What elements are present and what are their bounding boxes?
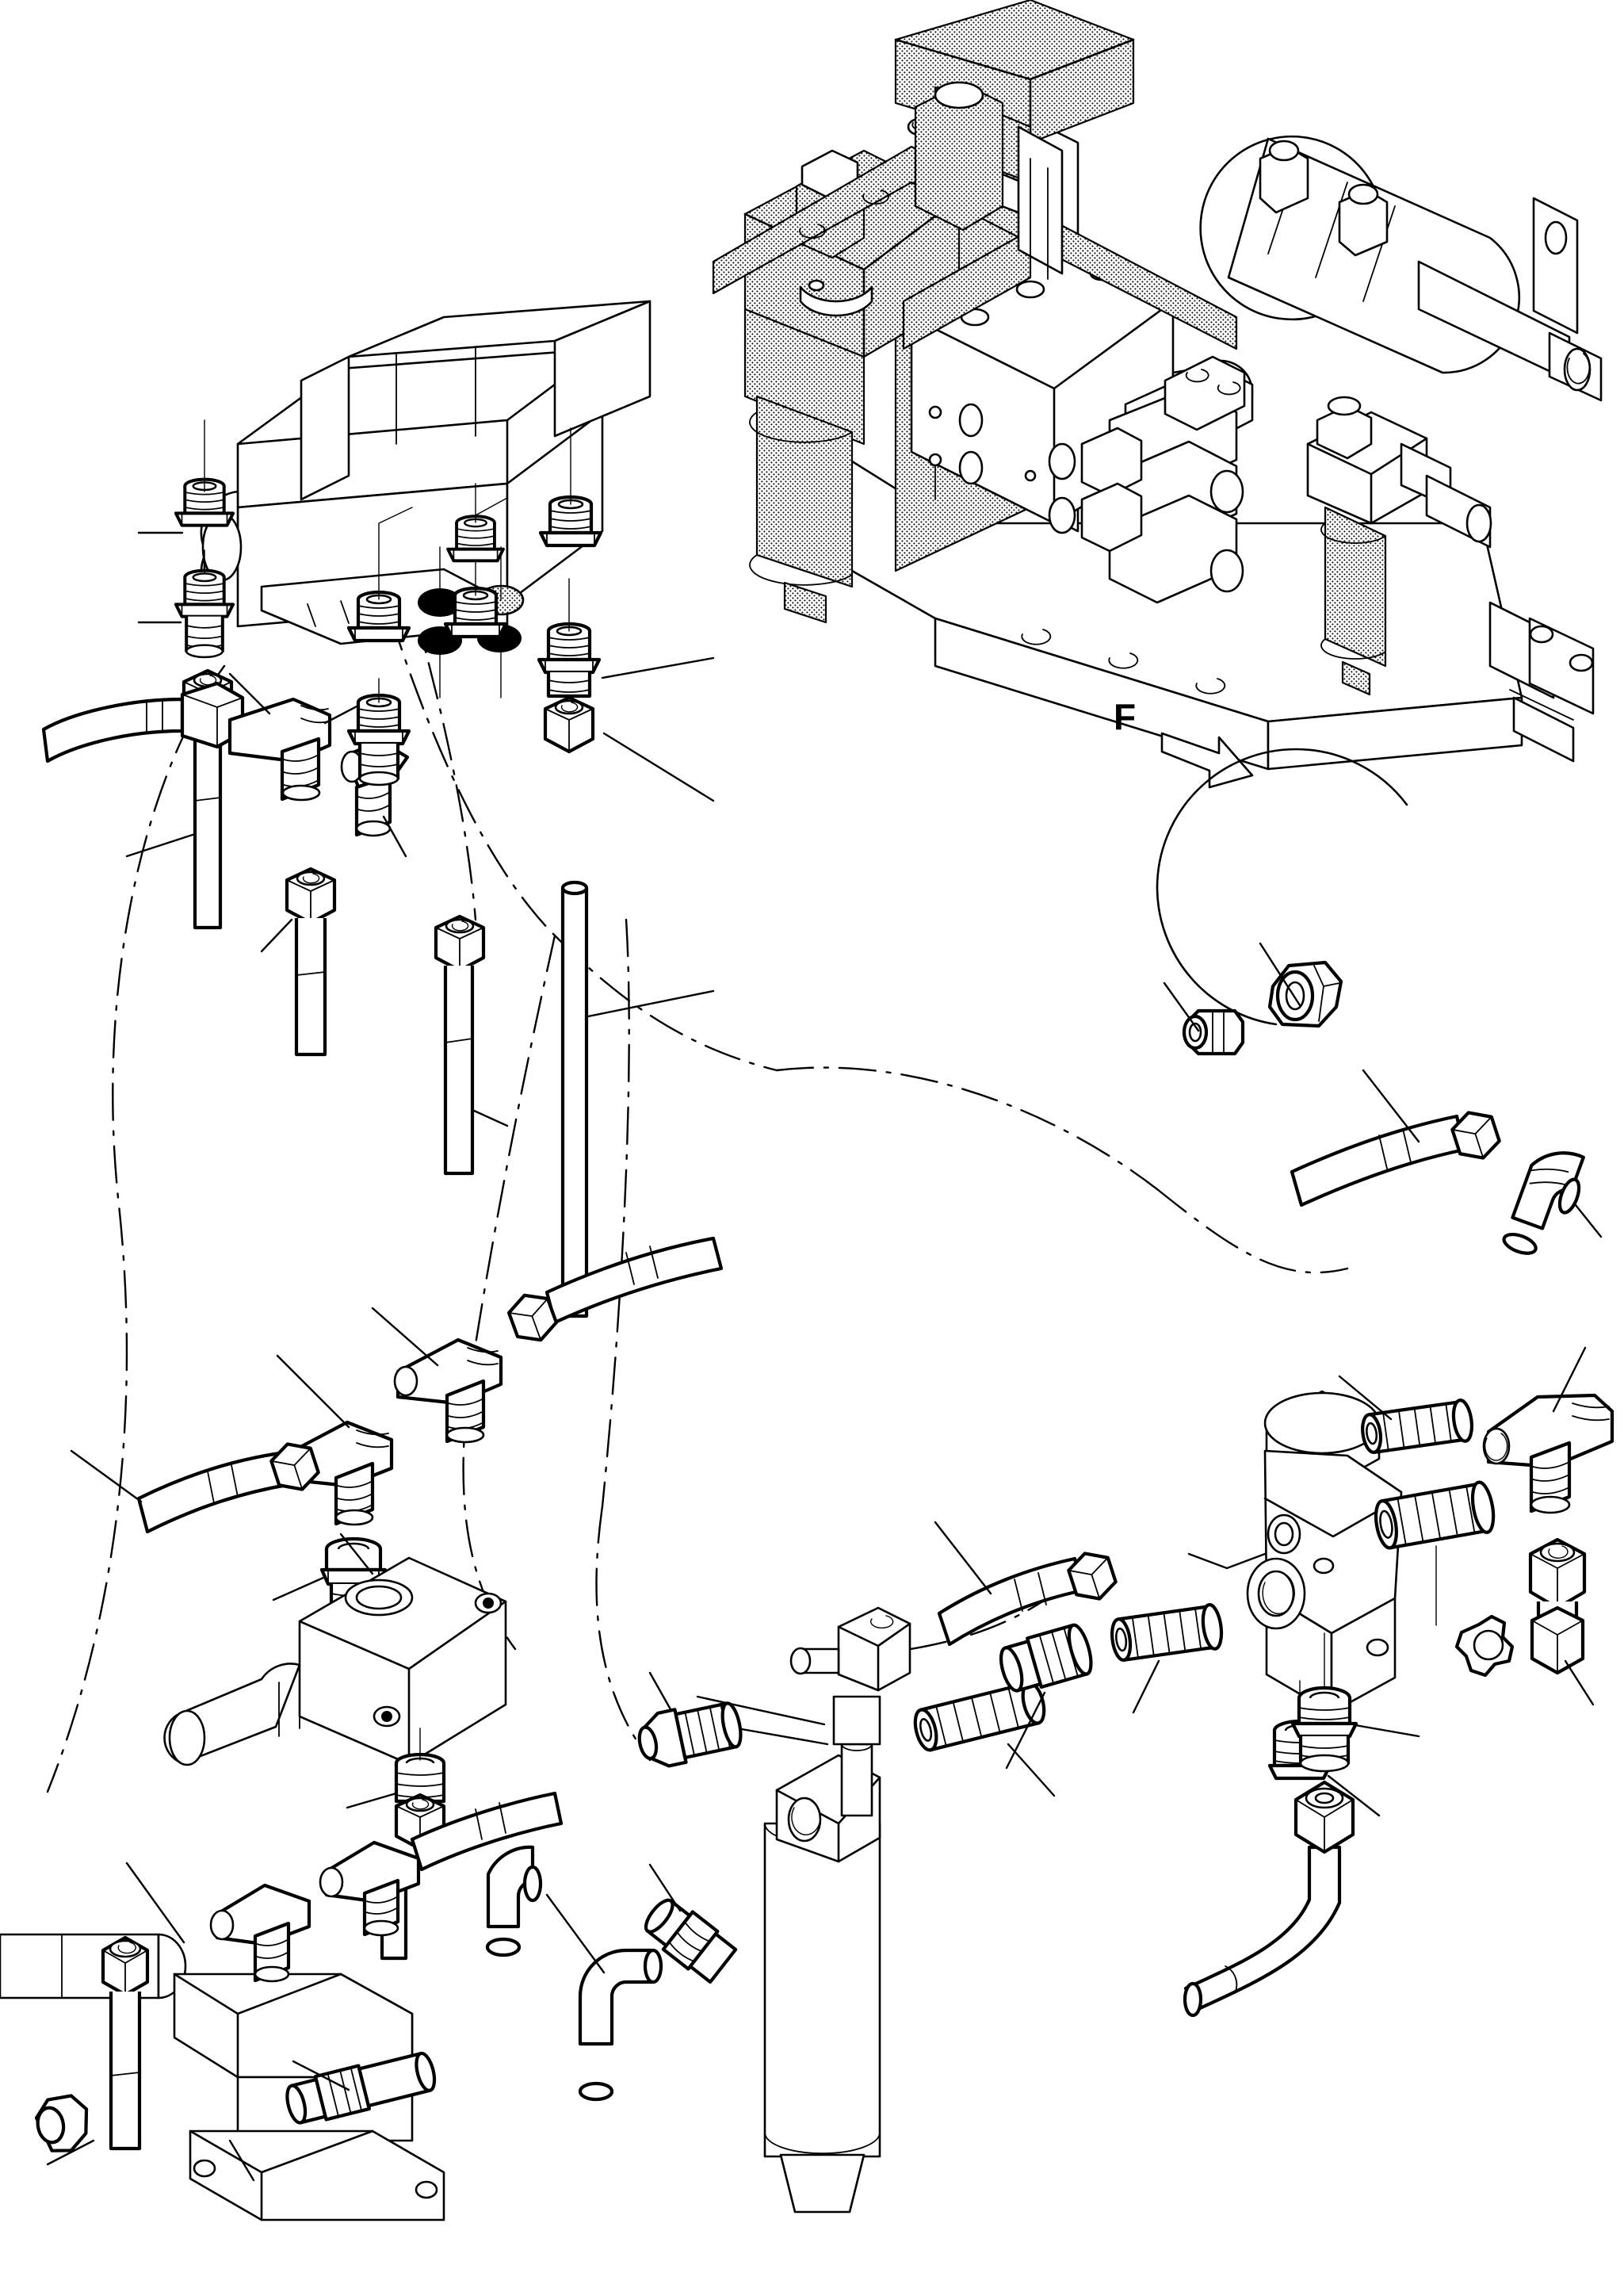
reference-assembly	[712, 0, 1603, 771]
view-direction-indicator: F	[1114, 696, 1254, 789]
callout-union-straight	[644, 1898, 738, 1984]
callout-elbow-90-fitting	[1502, 1151, 1585, 1255]
callout-adapter-straight-male	[913, 1681, 1046, 1752]
middle-exploded-stack	[260, 427, 715, 1318]
leader-line	[260, 918, 293, 953]
callout-tee-fitting	[209, 1883, 311, 1983]
callout-adapter-reducer-male	[174, 568, 235, 659]
reference-center-valve	[914, 81, 1064, 280]
callout-bolt-hex	[101, 1935, 150, 2151]
view-direction-label: F	[1114, 696, 1136, 737]
lower-manifold	[0, 1791, 564, 2221]
arrow-right-icon	[1160, 732, 1254, 789]
callout-nut-compression	[1528, 1537, 1587, 1675]
bracket-manifold	[1110, 1069, 1614, 2018]
detail-circle	[1156, 748, 1408, 1056]
callout-nut-swivel	[287, 869, 334, 923]
reference-rail	[712, 145, 1238, 350]
leader-line	[1574, 1203, 1603, 1238]
leader-line	[228, 672, 271, 715]
leader-line	[1007, 1743, 1056, 1797]
leader-line	[339, 1533, 374, 1575]
leader-line	[1338, 1375, 1393, 1421]
leader-line	[601, 656, 715, 679]
callout-nut-compression	[1267, 960, 1343, 1028]
filter-assembly	[545, 1521, 1119, 2214]
callout-adapter-straight-male	[349, 695, 409, 786]
callout-elbow-90-fitting	[485, 1845, 543, 1957]
callout-hose-assembly	[545, 1236, 724, 1325]
leader-line	[323, 704, 360, 725]
reference-accumulator	[1199, 135, 1603, 402]
reference-solenoid-stack	[1048, 355, 1254, 604]
leader-line	[371, 1307, 439, 1367]
reference-side-plate	[1532, 197, 1579, 335]
callout-tube-short	[443, 966, 475, 1176]
leader-line	[1163, 982, 1200, 1032]
leader-line	[934, 1521, 992, 1595]
callout-tee-fitting	[319, 1840, 421, 1937]
callout-tee-fitting	[1482, 1393, 1614, 1514]
leader-line	[70, 1449, 143, 1503]
callout-union-bulkhead	[539, 624, 599, 752]
callout-nut-swivel	[34, 2094, 89, 2152]
leader-line	[648, 1671, 672, 1711]
callout-tube-long	[560, 888, 589, 1318]
leader-line	[736, 1727, 829, 1746]
leader-line	[292, 2060, 350, 2091]
leader-line	[125, 832, 197, 858]
leader-line	[545, 1893, 606, 1974]
callout-union-straight	[999, 1623, 1093, 1693]
callout-adapter-straight-male	[1110, 1603, 1224, 1662]
callout-adapter-straight-male	[1361, 1399, 1474, 1454]
leader-line	[382, 815, 407, 858]
callout-adapter-straight-male	[394, 1752, 446, 1849]
leader-line	[1354, 1724, 1420, 1738]
callout-plug-port	[1290, 1686, 1358, 1773]
callout-tube-short	[294, 918, 327, 1057]
mid-tee-assembly	[70, 1236, 724, 1628]
leader-line	[1362, 1069, 1420, 1143]
callout-adapter-straight-male	[637, 1701, 743, 1768]
callout-nut-compression	[1293, 1780, 1355, 1854]
callout-adapter-straight-male	[1374, 1480, 1496, 1550]
callout-tee-fitting	[393, 1337, 503, 1444]
leader-line	[648, 1863, 682, 1912]
leader-line	[272, 1576, 325, 1601]
leader-line	[1005, 1691, 1046, 1770]
leader-line	[276, 1354, 350, 1429]
leader-line	[696, 1695, 826, 1726]
callout-sleeve-ferrule	[1182, 1008, 1245, 1056]
leader-line	[1187, 1552, 1267, 1570]
leader-line	[1327, 1774, 1381, 1817]
callout-tube-assembly	[193, 717, 223, 930]
leader-line	[125, 1862, 185, 1944]
callout-chain-cap	[1454, 1614, 1515, 1678]
reference-right-brackets	[1488, 601, 1595, 763]
control-valve-block	[200, 300, 652, 698]
left-fittings-column	[125, 419, 235, 930]
leader-line	[346, 1792, 398, 1809]
callout-tee-fitting	[227, 697, 332, 802]
leader-line	[1259, 942, 1301, 1007]
leader-line	[46, 2139, 95, 2166]
valve-block-left	[163, 1533, 507, 1961]
callout-elbow-90-fitting	[578, 1948, 663, 2102]
leader-line	[1564, 1659, 1595, 1706]
callout-nut-swivel	[436, 916, 483, 970]
leader-line	[228, 2139, 255, 2182]
leader-line	[471, 1108, 509, 1127]
leader-line	[587, 989, 715, 1018]
leader-line	[1552, 1346, 1587, 1413]
reference-lower-filter	[1306, 396, 1492, 696]
leader-line	[1132, 1659, 1160, 1714]
leader-line	[602, 732, 715, 802]
